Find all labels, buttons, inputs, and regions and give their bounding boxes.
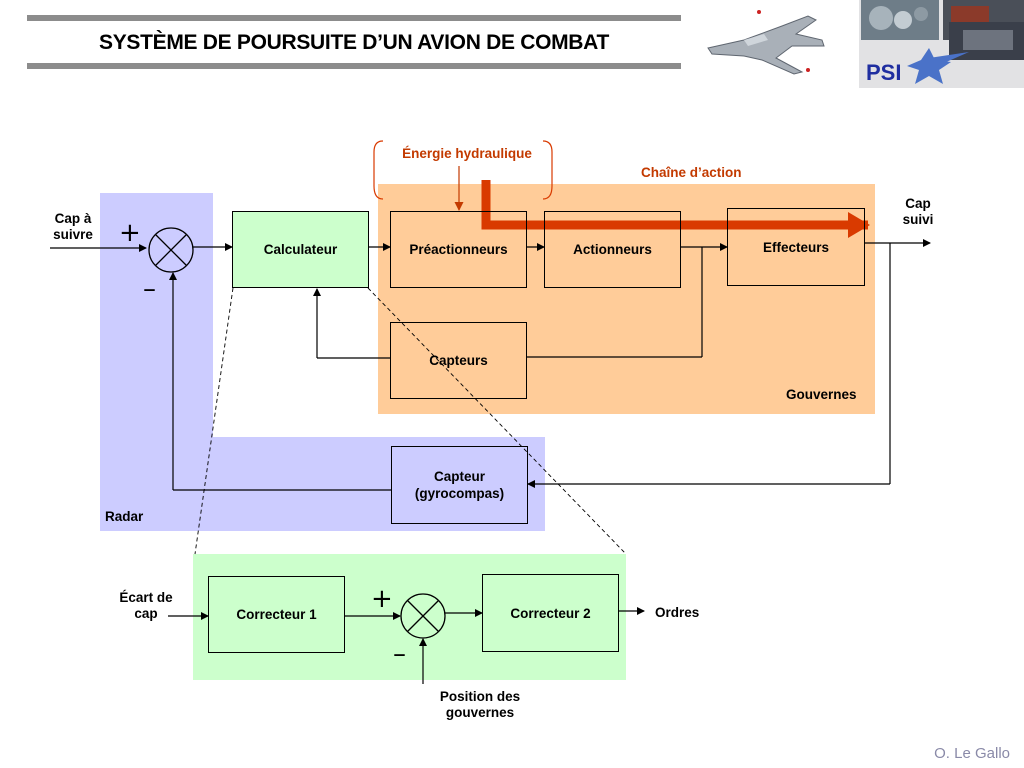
- correcteur-detail-zone: [193, 554, 626, 680]
- actionneurs-block: Actionneurs: [544, 211, 681, 288]
- machinery-photo-icon: [861, 0, 1024, 84]
- chaine-action-label: Chaîne d’action: [641, 165, 742, 180]
- cap-a-suivre-line1: Cap à: [54, 211, 92, 226]
- header-top-rule: [27, 15, 681, 21]
- position-gouvernes-line1: Position des: [439, 689, 521, 704]
- ecart-de-cap-label: Écart de cap: [112, 590, 180, 622]
- position-gouvernes-line2: gouvernes: [445, 705, 515, 720]
- author-credit: O. Le Gallo: [934, 745, 1010, 762]
- preactionneurs-block: Préactionneurs: [390, 211, 527, 288]
- header-bottom-rule: [27, 63, 681, 69]
- lower-minus-sign: –: [393, 639, 406, 669]
- energie-hydraulique-label: Énergie hydraulique: [402, 146, 532, 161]
- psi-logo: PSI: [859, 0, 1024, 88]
- gyrocompas-block: Capteur (gyrocompas): [391, 446, 528, 524]
- gouvernes-zone-label: Gouvernes: [786, 387, 857, 402]
- cap-a-suivre-line2: suivre: [53, 227, 93, 242]
- correcteur2-block: Correcteur 2: [482, 574, 619, 652]
- lower-plus-sign: +: [371, 584, 393, 614]
- cap-suivi-label: Cap suivi: [896, 196, 940, 228]
- ordres-label: Ordres: [655, 605, 700, 620]
- correcteur1-block: Correcteur 1: [208, 576, 345, 653]
- upper-minus-sign: –: [143, 274, 156, 304]
- radar-zone-label: Radar: [105, 509, 144, 524]
- ecart-de-cap-line2: cap: [134, 606, 158, 621]
- ecart-de-cap-line1: Écart de: [119, 590, 173, 605]
- gyrocompas-label-line1: Capteur: [433, 469, 485, 484]
- cap-suivi-line2: suivi: [902, 212, 934, 227]
- calculateur-block: Calculateur: [232, 211, 369, 288]
- effecteurs-block: Effecteurs: [727, 208, 865, 286]
- upper-plus-sign: +: [119, 218, 141, 248]
- radar-zone-lower: [213, 437, 545, 531]
- cap-a-suivre-label: Cap à suivre: [44, 211, 102, 243]
- capteurs-block: Capteurs: [390, 322, 527, 399]
- position-gouvernes-label: Position des gouvernes: [430, 689, 530, 721]
- psi-logo-text: PSI: [866, 60, 902, 85]
- radar-zone: [100, 193, 213, 531]
- gyrocompas-label-line2: (gyrocompas): [414, 486, 505, 501]
- fighter-jet-icon: [707, 10, 825, 75]
- cap-suivi-line1: Cap: [905, 196, 931, 211]
- page-title: SYSTÈME DE POURSUITE D’UN AVION DE COMBA…: [98, 31, 609, 54]
